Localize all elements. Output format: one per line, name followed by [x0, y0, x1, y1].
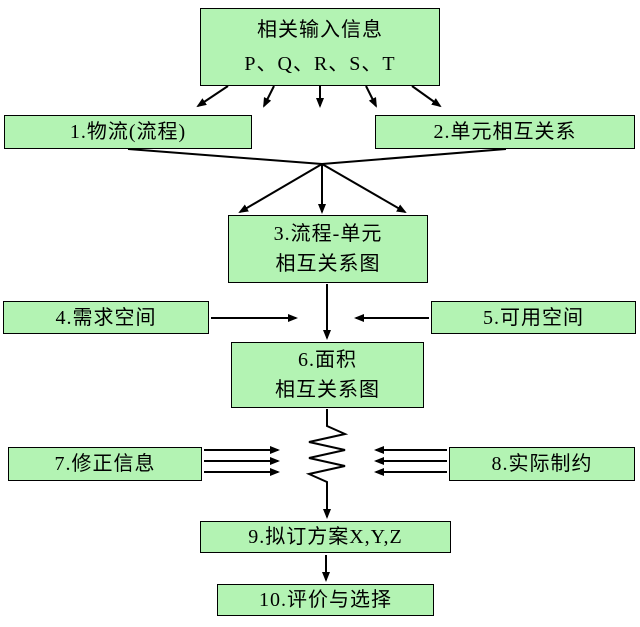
- node-input-line1: 相关输入信息: [257, 19, 383, 42]
- node-3-line1: 3.流程-单元: [273, 223, 383, 245]
- node-input: 相关输入信息 P、Q、R、S、T: [200, 8, 440, 86]
- node-5-available-space: 5.可用空间: [431, 301, 636, 334]
- node-3-line2: 相互关系图: [275, 253, 381, 275]
- node-1-material-flow: 1.物流(流程): [4, 115, 252, 149]
- node-7-modification-info: 7.修正信息: [8, 447, 202, 481]
- node-3-flow-unit-diagram: 3.流程-单元 相互关系图: [228, 215, 428, 283]
- converge-to-node3-arrows: [127, 148, 507, 214]
- constraint-arrows: [374, 446, 447, 476]
- input-fan-arrows: [196, 85, 442, 108]
- node-4-required-space: 4.需求空间: [3, 301, 209, 334]
- node-10-evaluation-selection: 10.评价与选择: [217, 584, 434, 616]
- node-input-line2: P、Q、R、S、T: [244, 52, 396, 75]
- node-6-line1: 6.面积: [298, 349, 357, 372]
- zigzag-connector: [305, 409, 349, 519]
- node-8-practical-constraints: 8.实际制约: [449, 447, 635, 481]
- node-2-unit-relationship: 2.单元相互关系: [375, 115, 635, 149]
- node-6-line2: 相互关系图: [275, 378, 380, 401]
- node-6-area-diagram: 6.面积 相互关系图: [231, 342, 424, 408]
- node-9-draft-schemes: 9.拟订方案X,Y,Z: [200, 521, 451, 553]
- modification-arrows: [204, 446, 280, 476]
